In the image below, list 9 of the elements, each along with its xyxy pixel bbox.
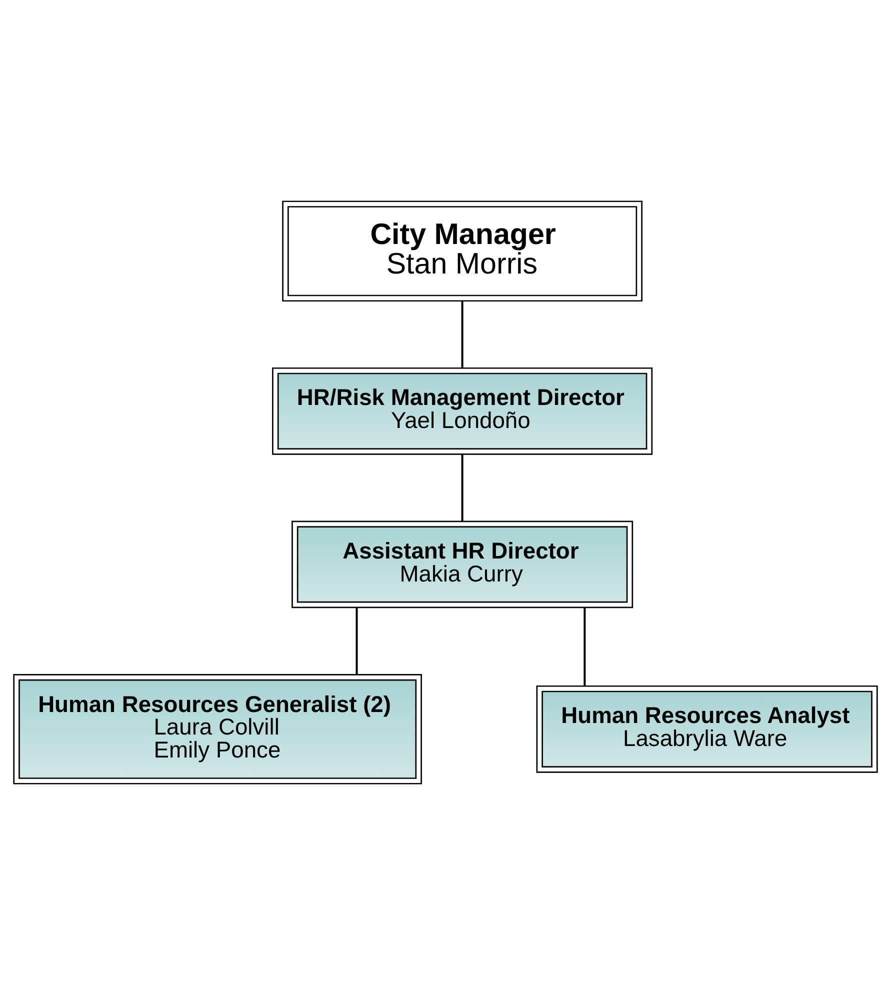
node-box: Assistant HR Director Makia Curry <box>292 520 634 608</box>
node-box: Human Resources Analyst Lasabrylia Ware <box>536 684 878 772</box>
connector <box>461 300 464 368</box>
connector <box>461 454 464 521</box>
node-box: HR/Risk Management Director Yael Londoño <box>272 366 653 454</box>
connector <box>356 607 358 674</box>
node-box: Human Resources Generalist (2) Laura Colvill Emily Ponce <box>13 674 422 784</box>
node-box: City Manager Stan Morris <box>282 200 642 302</box>
connector <box>584 607 586 686</box>
